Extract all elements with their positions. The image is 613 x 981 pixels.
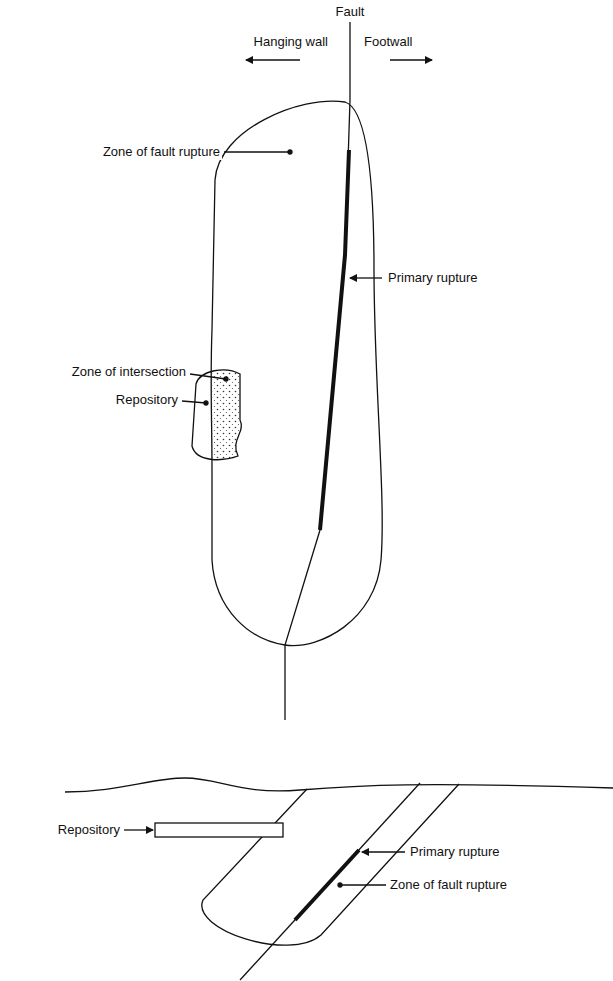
leader-line [342,884,386,885]
leader-arrow [362,851,405,852]
leader-line [182,401,206,403]
leader-line [224,151,290,152]
repository-rect [155,823,283,837]
intersection-zone [192,370,241,460]
leader-dot [338,883,342,887]
label-text: Zone of fault rupture [101,144,222,160]
repository-outline [192,370,241,460]
hanging-wall-arrow [246,59,300,60]
leader-line [190,374,226,379]
label-text: Primary rupture [408,844,502,860]
label-text: Fault [334,4,367,20]
fault-line [285,22,350,720]
leader-dot [224,377,228,381]
leader-dot [204,401,208,405]
leader-dot [288,150,292,154]
label-text: Repository [56,822,122,838]
label-text: Primary rupture [386,270,480,286]
rupture-zone-outline [202,784,459,945]
primary-rupture [320,150,349,530]
label-text: Zone of fault rupture [388,877,509,893]
label-text: Zone of intersection [70,364,188,380]
leader-arrow [124,829,153,830]
label-text: Hanging wall [252,34,330,50]
footwall-arrow [390,59,432,60]
label-text: Footwall [362,34,414,50]
label-text: Repository [114,392,180,408]
ground-surface [65,778,613,792]
leader-arrow [350,277,382,278]
